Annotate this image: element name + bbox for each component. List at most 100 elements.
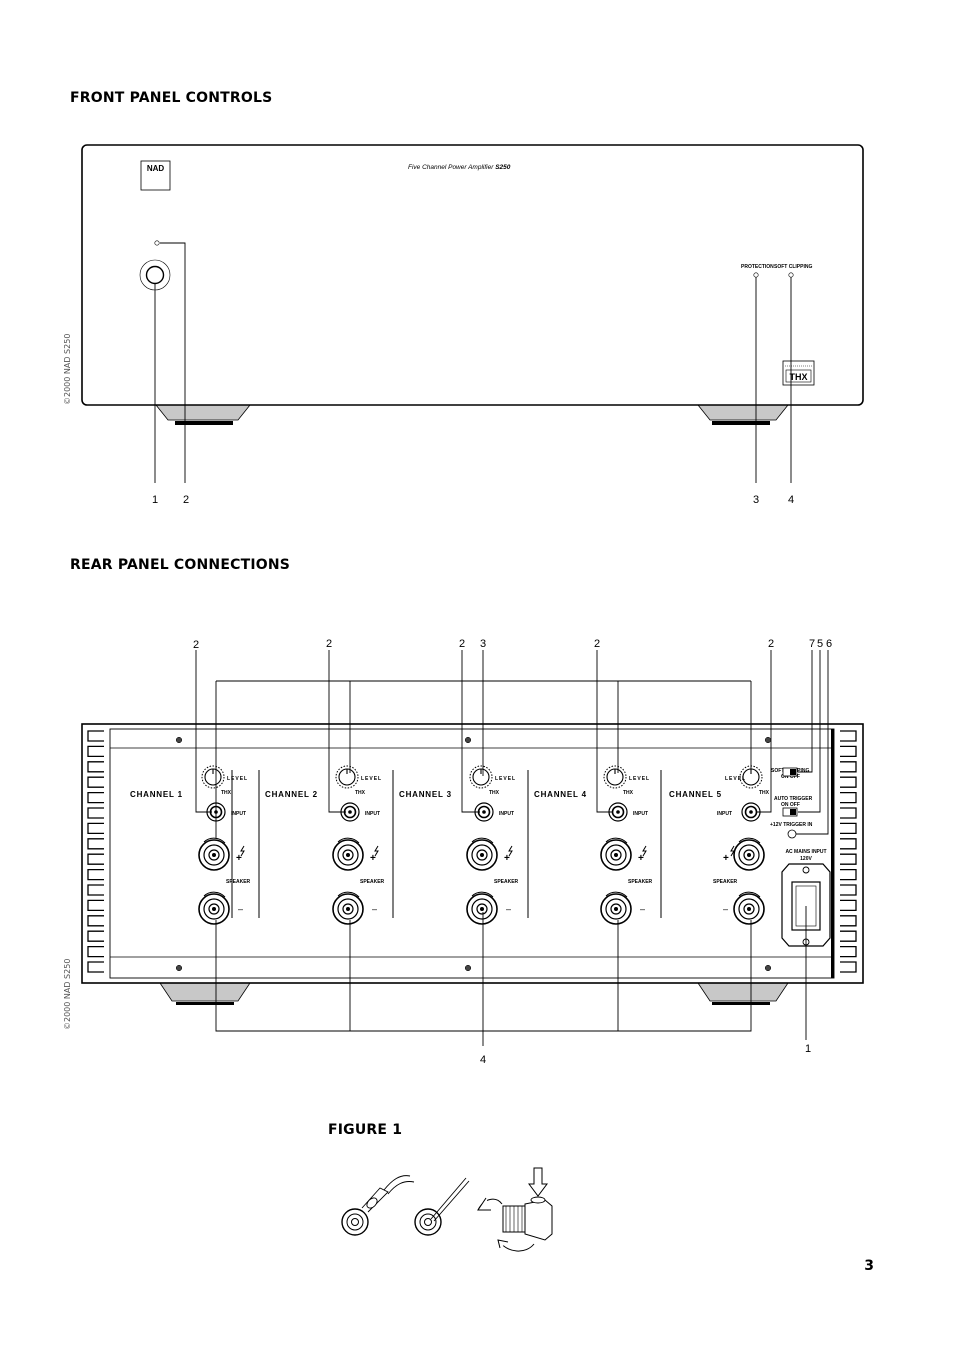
channel-3-minus: – [506,904,511,914]
hazard-icon [642,845,647,857]
trigger-in-jack[interactable] [787,829,797,839]
channel-3-thx-label: THX [489,790,500,796]
trigger-in-label: +12V TRIGGER IN [770,822,813,828]
heatsink-fin [87,899,104,912]
front-panel: NAD Five Channel Power Amplifier S250 PR… [63,144,864,506]
channel-4-level-label: LEVEL [629,776,650,782]
figure-1-illustration [341,1167,553,1252]
rear-copyright: ©2000 NAD S250 [63,959,72,1030]
heatsink-fin [87,915,104,927]
svg-text:THX: THX [790,372,808,382]
rear-callout-1: 1 [805,1043,811,1055]
channel-5-thx-label: THX [759,790,770,796]
heatsink-fin [840,945,857,958]
channel-3-input-label: INPUT [499,811,514,817]
channel-4-plus: + [638,853,644,864]
front-callout-1: 1 [152,494,158,506]
screw [764,736,772,744]
front-callout-3: 3 [753,494,759,506]
protection-led [753,272,759,278]
front-copyright: ©2000 NAD S250 [63,334,72,405]
heatsink-fin [840,791,857,804]
protection-label: PROTECTION [741,264,774,270]
channel-3-speaker-label: SPEAKER [494,879,519,885]
front-callout-4: 4 [788,494,794,506]
channel-5-input-label: INPUT [717,811,732,817]
hazard-icon [374,845,379,857]
rear-callout-7: 7 [809,638,815,650]
terminal-spade-illustration [341,1175,415,1236]
rear-callout-6: 6 [826,638,832,650]
channel-2: CHANNEL 2 LEVEL THX INPUT + – SPEAKER [265,765,385,925]
terminal-wire-illustration [414,1177,470,1236]
screw [175,736,183,744]
heatsink-fin [87,822,104,835]
heatsink-fin [87,930,104,942]
channel-2-plus: + [370,853,376,864]
heatsink-fin [840,838,857,850]
auto-trigger-on-off: ON OFF [781,802,800,808]
channel-5-level-label: LEVEL [725,776,746,782]
rear-callout-input-5: 2 [768,638,774,650]
nad-logo-text: NAD [147,164,165,173]
channel-1-plus: + [236,853,242,864]
screw [464,964,472,972]
heatsink-right [840,730,857,973]
heatsink-fin [87,884,104,896]
heatsink-fin [840,930,857,942]
channel-1-input-label: INPUT [231,811,246,817]
soft-clipping-label: SOFT CLIPPING [774,264,812,270]
heatsink-fin [840,807,857,819]
front-callout-2: 2 [183,494,189,506]
rear-callout-input-2: 2 [326,638,332,650]
heatsink-fin [87,730,104,742]
channel-2-speaker-label: SPEAKER [360,879,385,885]
channel-5-label: CHANNEL 5 [669,790,722,799]
voltage-label: 120V [800,856,812,862]
binding-post-illustration [477,1167,553,1252]
rear-callout-4: 4 [480,1054,486,1066]
screw [175,964,183,972]
heatsink-fin [840,822,857,835]
thx-badge: THX [782,360,815,386]
heatsink-fin [840,730,857,742]
channel-2-label: CHANNEL 2 [265,790,318,799]
heatsink-fin [840,899,857,912]
page-number: 3 [864,1258,874,1274]
rear-callout-input-4: 2 [594,638,600,650]
front-panel-heading: FRONT PANEL CONTROLS [70,90,273,106]
heatsink-fin [840,761,857,773]
rear-panel-heading: REAR PANEL CONNECTIONS [70,557,291,573]
heatsink-fin [87,776,104,788]
heatsink-fin [840,961,857,973]
heatsink-fin [87,807,104,819]
auto-trigger-label: AUTO TRIGGER [774,796,813,802]
channel-1-speaker-label: SPEAKER [226,879,251,885]
heatsink-left [87,730,104,973]
rear-callout-5: 5 [817,638,823,650]
heatsink-fin [840,884,857,896]
channel-2-level-label: LEVEL [361,776,382,782]
screw [464,736,472,744]
channel-4-input-label: INPUT [633,811,648,817]
channel-2-minus: – [372,904,377,914]
rear-callout-input-1: 2 [193,639,199,651]
heatsink-fin [840,915,857,927]
rear-callout-input-3: 2 [459,638,465,650]
channel-4-speaker-label: SPEAKER [628,879,653,885]
channel-2-thx-label: THX [355,790,366,796]
channel-2-input-label: INPUT [365,811,380,817]
heatsink-fin [87,791,104,804]
heatsink-fin [87,838,104,850]
channel-4-minus: – [640,904,645,914]
figure-heading: FIGURE 1 [328,1122,403,1138]
screw [764,964,772,972]
channel-5-speaker-label: SPEAKER [713,879,738,885]
hazard-icon [240,845,245,857]
